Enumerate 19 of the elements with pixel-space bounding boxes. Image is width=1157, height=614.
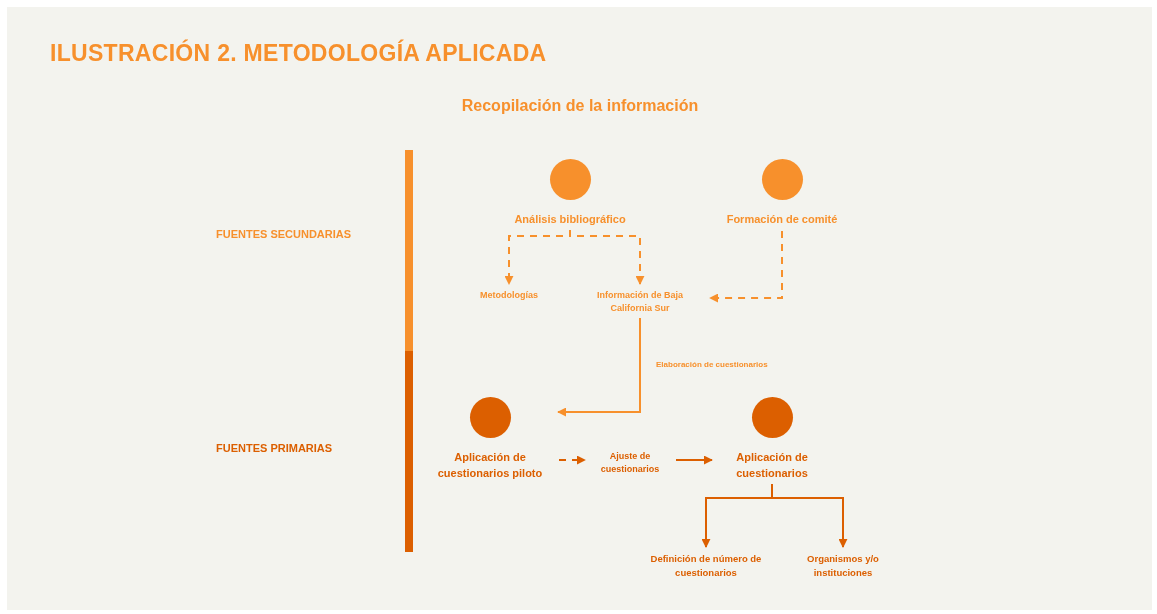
section-label: FUENTES SECUNDARIAS <box>216 228 352 240</box>
arrow <box>569 228 645 285</box>
node-label: Análisis bibliográfico <box>514 212 626 227</box>
node-label: Organismos y/o instituciones <box>806 552 880 580</box>
section-label: FUENTES PRIMARIAS <box>216 442 333 454</box>
node-label: Aplicación de cuestionarios <box>735 450 809 481</box>
node-label: Formación de comité <box>726 212 838 227</box>
node-label: Aplicación de cuestionarios piloto <box>436 450 544 481</box>
node-label: Definición de número de cuestionarios <box>649 552 763 580</box>
edge-label: Elaboración de cuestionarios <box>654 359 770 370</box>
arrow <box>675 455 713 465</box>
arrow <box>558 455 586 465</box>
arrow <box>709 229 783 303</box>
title: ILUSTRACIÓN 2. METODOLOGÍA APLICADA <box>50 40 547 67</box>
node-label: Metodologías <box>480 289 538 302</box>
arrow <box>557 317 641 417</box>
node-label: Ajuste de cuestionarios <box>599 450 661 477</box>
subtitle: Recopilación de la información <box>460 97 700 115</box>
node-label: Información de Baja California Sur <box>596 289 684 316</box>
